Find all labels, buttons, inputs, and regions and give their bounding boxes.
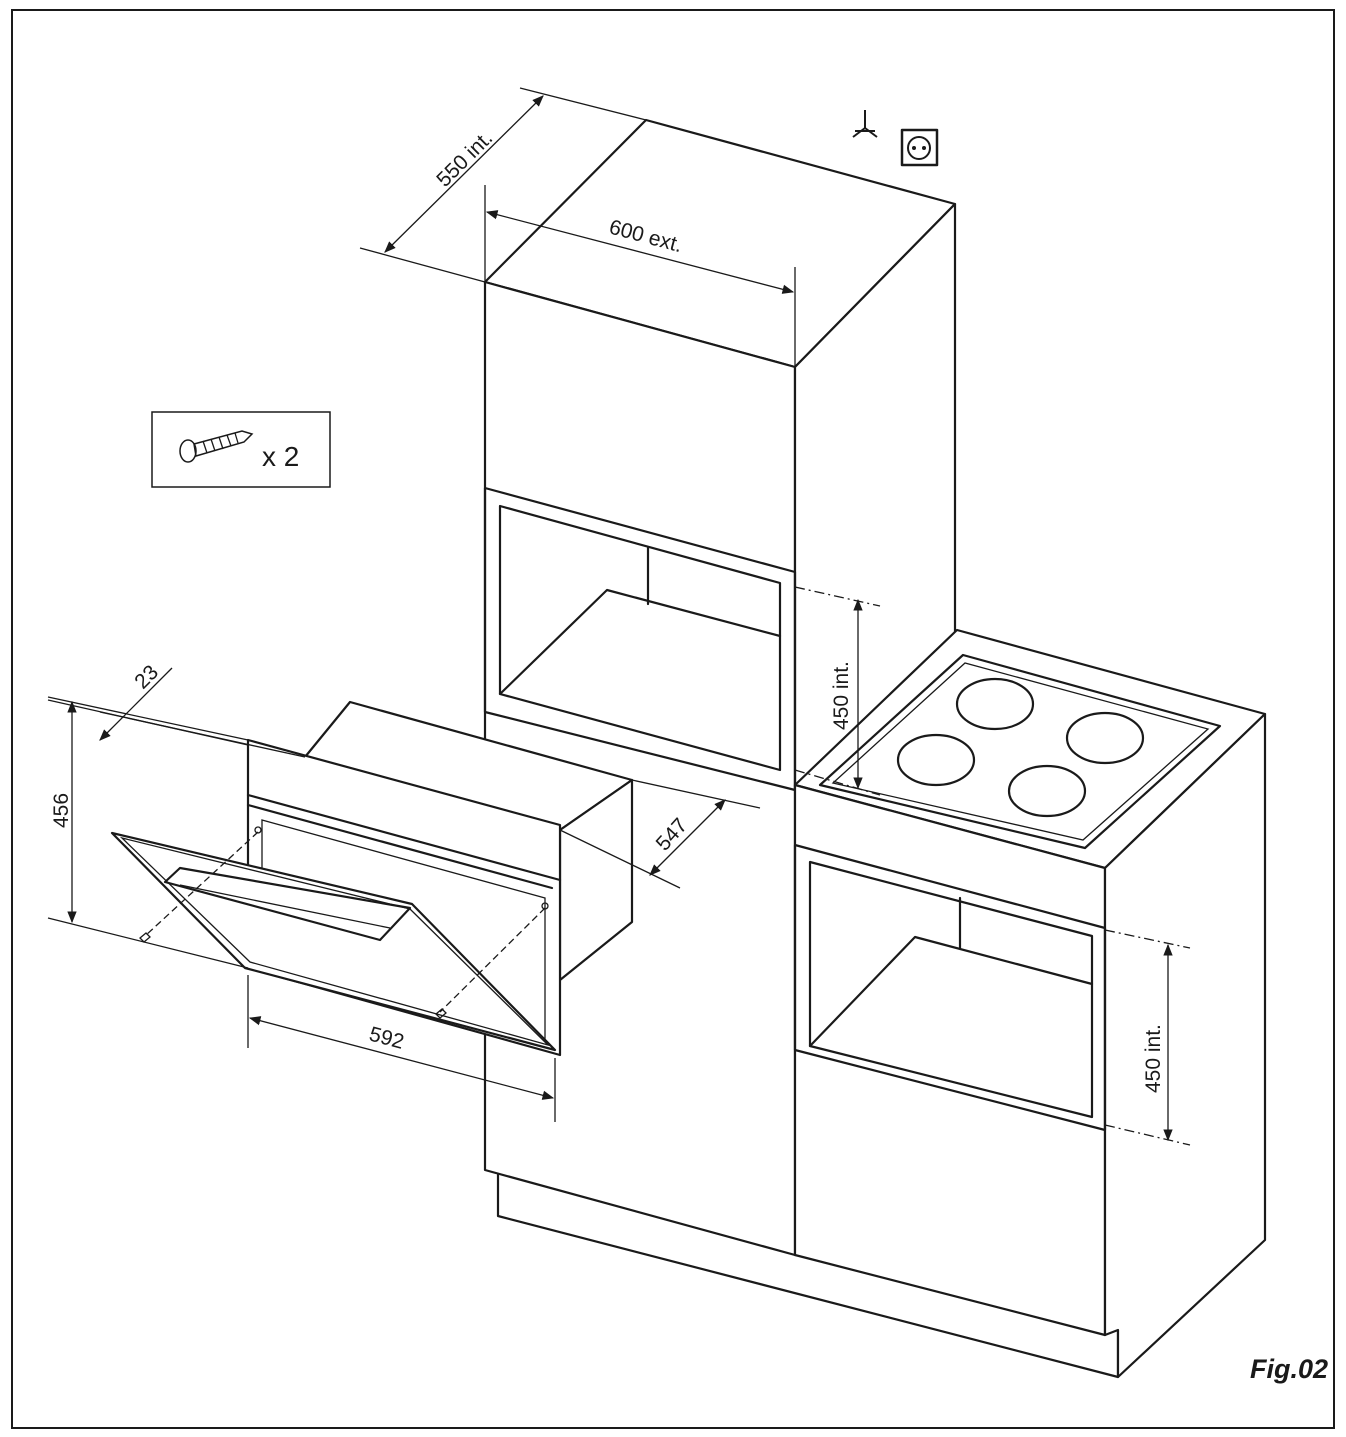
- hob-burner-back-left: [955, 677, 1035, 731]
- dim-base-niche-height: 450 int.: [1104, 929, 1191, 1146]
- dim-front-thickness: 23: [47, 661, 306, 758]
- label-450-int-upper: 450 int.: [830, 661, 853, 730]
- hob-burner-back-right: [1065, 711, 1145, 765]
- built-in-oven: [110, 700, 634, 1057]
- label-450-int-lower: 450 int.: [1142, 1024, 1165, 1093]
- screw-icon: [179, 430, 254, 463]
- label-550-int: 550 int.: [432, 127, 497, 192]
- label-23: 23: [130, 661, 163, 694]
- label-456: 456: [50, 793, 73, 828]
- screw-box: x 2: [151, 411, 331, 488]
- dim-tall-niche-height: 450 int.: [794, 586, 881, 796]
- figure-label: Fig.02: [1250, 1354, 1328, 1384]
- base-cabinet-with-hob: [793, 628, 1267, 1379]
- earth-ground-icon: [852, 110, 878, 138]
- hob-burner-front-left: [896, 733, 976, 787]
- power-socket-icon: [900, 128, 939, 167]
- label-592: 592: [367, 1023, 407, 1054]
- dim-oven-height: 456: [47, 696, 249, 969]
- screw-quantity: x 2: [262, 441, 299, 472]
- hob-burner-front-right: [1007, 764, 1087, 818]
